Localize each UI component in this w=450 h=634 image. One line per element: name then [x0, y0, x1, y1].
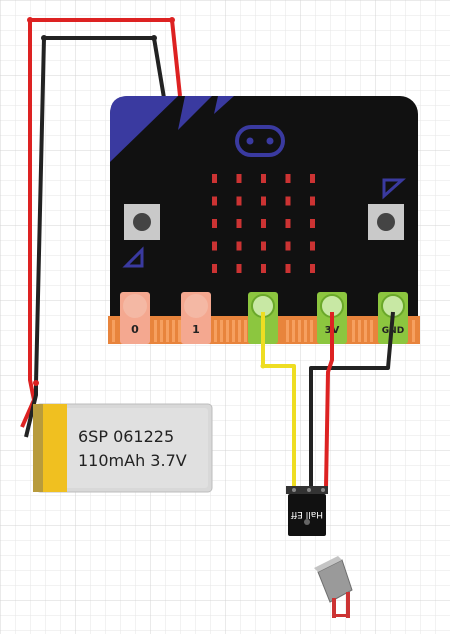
microbit-board[interactable]: 0 1 3V GND	[108, 96, 420, 344]
led	[212, 174, 217, 183]
battery-black-wire[interactable]	[24, 36, 166, 438]
pin-0[interactable]: 0	[120, 292, 150, 344]
led	[236, 174, 242, 183]
led	[285, 264, 291, 273]
edge-strip	[358, 320, 361, 342]
red-power-wire[interactable]	[324, 312, 334, 489]
edge-strip	[238, 320, 241, 342]
led-matrix	[212, 174, 315, 273]
edge-strip	[292, 320, 295, 342]
button-a[interactable]	[124, 204, 160, 240]
led	[310, 174, 315, 183]
led	[285, 196, 291, 206]
lipo-battery[interactable]: 6SP 061225 110mAh 3.7V	[33, 403, 213, 493]
edge-strip	[226, 320, 229, 342]
led	[212, 241, 217, 251]
battery-wires	[20, 17, 182, 438]
edge-strip	[160, 320, 163, 342]
led	[212, 264, 217, 273]
led	[236, 196, 242, 206]
led	[236, 219, 242, 228]
led	[310, 219, 315, 228]
sensor-label: Hall Eff	[290, 509, 323, 519]
sensor-body	[288, 494, 326, 536]
black-ground-wire[interactable]	[309, 311, 395, 488]
sensor-wires	[260, 311, 395, 489]
edge-strip	[364, 320, 367, 342]
battery-label-line1: 6SP 061225	[78, 427, 174, 446]
edge-strip	[172, 320, 175, 342]
edge-strip	[214, 320, 217, 342]
led	[310, 196, 315, 206]
led	[285, 241, 291, 251]
led	[285, 219, 291, 228]
led	[261, 264, 266, 273]
edge-strip	[178, 320, 181, 342]
edge-connector-strips	[112, 320, 415, 342]
microbit-logo	[235, 125, 285, 157]
led	[212, 219, 217, 228]
pin-0-label: 0	[131, 323, 139, 336]
edge-strip	[352, 320, 355, 342]
led	[261, 241, 266, 251]
pin-1-label: 1	[192, 323, 200, 336]
button-b[interactable]	[368, 204, 404, 240]
pin-1[interactable]: 1	[181, 292, 211, 344]
edge-strip	[154, 320, 157, 342]
button-b-marker-icon	[382, 178, 406, 200]
edge-strip	[370, 320, 373, 342]
edge-strip	[220, 320, 223, 342]
edge-strip	[244, 320, 247, 342]
led	[261, 196, 266, 206]
edge-strip	[304, 320, 307, 342]
led	[236, 264, 242, 273]
yellow-signal-wire[interactable]	[261, 312, 296, 488]
hall-effect-sensor[interactable]: Hall Eff	[286, 486, 328, 536]
edge-strip	[112, 320, 115, 342]
led	[261, 174, 266, 183]
magnet[interactable]	[314, 556, 353, 618]
edge-strip	[310, 320, 313, 342]
edge-strip	[166, 320, 169, 342]
led	[236, 241, 242, 251]
led	[285, 174, 291, 183]
led	[310, 264, 315, 273]
edge-strip	[286, 320, 289, 342]
edge-strip	[232, 320, 235, 342]
led	[212, 196, 217, 206]
battery-label-line2: 110mAh 3.7V	[78, 451, 187, 470]
button-a-marker-icon	[122, 246, 144, 268]
led	[261, 219, 266, 228]
led	[310, 241, 315, 251]
edge-strip	[412, 320, 415, 342]
board-corner-accent	[110, 96, 178, 162]
edge-strip	[298, 320, 301, 342]
